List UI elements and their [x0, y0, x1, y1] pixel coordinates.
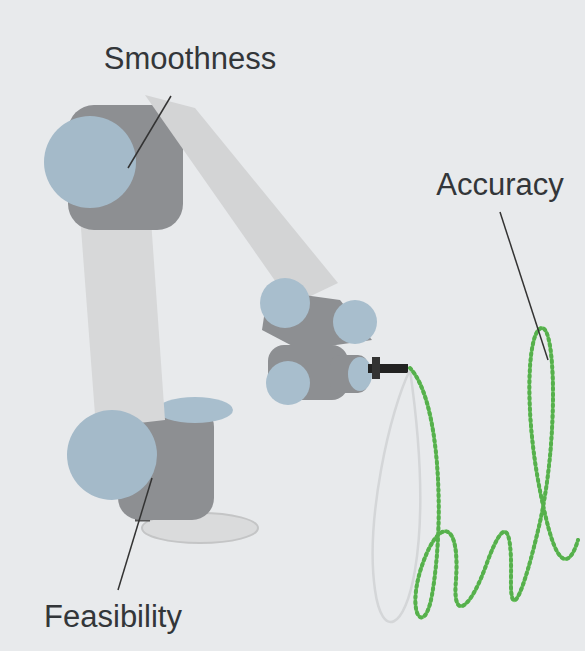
reference-trajectory [373, 370, 421, 622]
upper-link [145, 95, 338, 305]
leader-line [500, 212, 548, 360]
joint-cap [157, 397, 233, 423]
quality-label: Feasibility [44, 598, 182, 635]
joint-cap [67, 410, 157, 500]
leader-line [118, 478, 152, 590]
joint-cap [333, 300, 377, 344]
joint-cap [44, 116, 136, 208]
executed-trajectory [410, 328, 578, 618]
joint-cap [266, 361, 310, 405]
quality-label: Accuracy [436, 166, 563, 203]
quality-label: Smoothness [104, 40, 276, 77]
joint-cap [348, 357, 372, 391]
leader-line [128, 96, 171, 168]
lower-link [80, 205, 165, 428]
gripper [372, 357, 380, 379]
joint-cap [260, 278, 310, 328]
